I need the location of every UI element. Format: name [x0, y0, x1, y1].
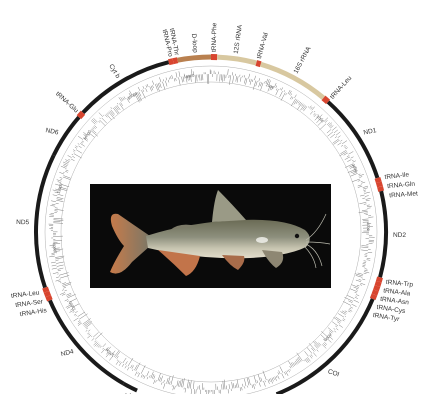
gene-label: 16S rRNA [293, 45, 313, 75]
gene-arc-cyt-b [83, 62, 169, 112]
gene-label: D-loop [190, 33, 199, 53]
gene-arc-trna-tyr [373, 295, 375, 299]
gene-label: tRNA-Val [256, 31, 270, 59]
gene-arc-trna-thr [173, 60, 177, 61]
gene-arc-trna-cys [374, 290, 376, 294]
position-mark: 16000 [184, 74, 195, 79]
gene-label: tRNA-Glu [54, 91, 80, 115]
gene-arc-trna-asn [376, 286, 377, 290]
position-mark: 12000 [52, 243, 57, 254]
gene-arc-trna-trp [379, 277, 380, 281]
gene-label: COI [327, 368, 340, 378]
gene-label: tRNA-Ile [384, 171, 410, 181]
gene-arc-nd2 [380, 191, 386, 277]
gene-label: tRNA-Gln [387, 181, 416, 190]
gene-arc-trna-ala [377, 282, 378, 286]
gene-arc-trna-glu [79, 113, 83, 118]
gene-arc-trna-met [380, 187, 381, 191]
gene-label: 12S rRNA [233, 24, 244, 55]
position-mark: 15000 [127, 92, 138, 101]
gene-label: tRNA-His [19, 307, 48, 318]
gene-label: ND6 [45, 127, 60, 137]
gene-arc-trna-val [256, 63, 260, 64]
gene-label: Cyt b [107, 63, 121, 80]
gene-arc-trna-his [48, 296, 50, 300]
gene-label: tRNA-Met [389, 190, 418, 199]
gene-arc-trna-leu [323, 98, 328, 102]
fish-eye [295, 234, 299, 238]
gene-label: ND5 [16, 219, 30, 226]
gill-highlight [256, 237, 268, 243]
gene-arc-d-loop [178, 57, 211, 60]
gene-label: ND4 [60, 348, 75, 358]
gene-arc-coi [277, 299, 373, 394]
gene-label: tRNA-Phe [211, 22, 219, 52]
gene-arc-trna-ser [47, 292, 49, 296]
gene-arc-trna-pro [169, 61, 173, 62]
position-mark: 1000 [265, 83, 274, 90]
gene-arc-12s-rrna [217, 57, 256, 63]
gene-arc-trna-gln [379, 182, 380, 186]
gene-label: tRNA-Leu [329, 75, 354, 101]
gene-arc-nd5 [36, 155, 54, 287]
gene-arc-nd4l [124, 384, 138, 391]
catfish-photo [90, 184, 331, 288]
position-mark: 3000 [351, 163, 358, 172]
position-mark: 4000 [366, 222, 370, 231]
gene-label: ND4L [119, 391, 133, 394]
gene-label: ND2 [393, 232, 406, 239]
gene-label: ND1 [363, 127, 378, 137]
gene-arc-trna-leu [45, 288, 47, 292]
gene-arc-trna-ile [377, 178, 378, 182]
